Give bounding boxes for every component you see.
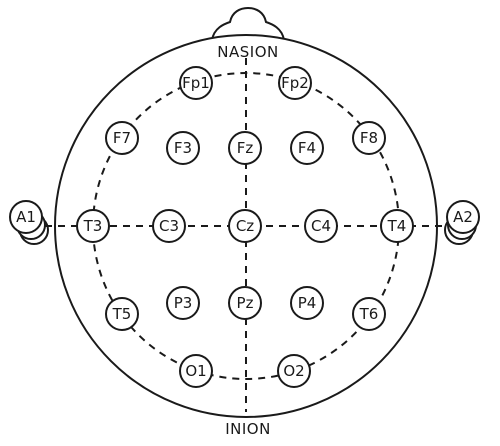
electrode-Fz: Fz (228, 131, 262, 165)
svg-text:Fp1: Fp1 (182, 74, 210, 92)
svg-text:O2: O2 (283, 362, 304, 380)
electrode-F4: F4 (290, 131, 324, 165)
svg-text:A1: A1 (16, 208, 36, 226)
electrode-P4: P4 (290, 286, 324, 320)
electrode-O2: O2 (277, 354, 311, 388)
electrode-T5: T5 (105, 297, 139, 331)
electrode-T4: T4 (380, 209, 414, 243)
svg-text:T5: T5 (112, 305, 132, 323)
svg-text:T3: T3 (83, 217, 103, 235)
svg-text:F7: F7 (113, 129, 131, 147)
svg-text:P4: P4 (298, 294, 317, 312)
svg-text:T6: T6 (359, 305, 379, 323)
svg-text:A2: A2 (453, 208, 473, 226)
svg-text:F8: F8 (360, 129, 378, 147)
electrode-Pz: Pz (228, 286, 262, 320)
electrode-O1: O1 (179, 354, 213, 388)
svg-text:P3: P3 (174, 294, 193, 312)
electrode-Fp2: Fp2 (278, 66, 312, 100)
electrode-C4: C4 (304, 209, 338, 243)
svg-text:F3: F3 (174, 139, 192, 157)
electrode-T6: T6 (352, 297, 386, 331)
svg-text:C4: C4 (311, 217, 331, 235)
electrode-T3: T3 (76, 209, 110, 243)
electrode-P3: P3 (166, 286, 200, 320)
svg-text:Fp2: Fp2 (281, 74, 309, 92)
nasion-label: NASION (217, 43, 278, 61)
svg-text:C3: C3 (159, 217, 179, 235)
inion-label: INION (225, 420, 271, 438)
electrode-F3: F3 (166, 131, 200, 165)
electrode-A1: A1 (9, 200, 43, 234)
electrode-Fp1: Fp1 (179, 66, 213, 100)
electrode-F8: F8 (352, 121, 386, 155)
electrode-C3: C3 (152, 209, 186, 243)
electrode-A2: A2 (446, 200, 480, 234)
svg-text:F4: F4 (298, 139, 316, 157)
svg-text:Pz: Pz (237, 294, 254, 312)
svg-text:O1: O1 (185, 362, 206, 380)
electrode-F7: F7 (105, 121, 139, 155)
svg-text:Fz: Fz (237, 139, 254, 157)
nose-outline (211, 6, 285, 41)
svg-text:Cz: Cz (236, 217, 254, 235)
electrode-Cz: Cz (228, 209, 262, 243)
svg-text:T4: T4 (387, 217, 407, 235)
